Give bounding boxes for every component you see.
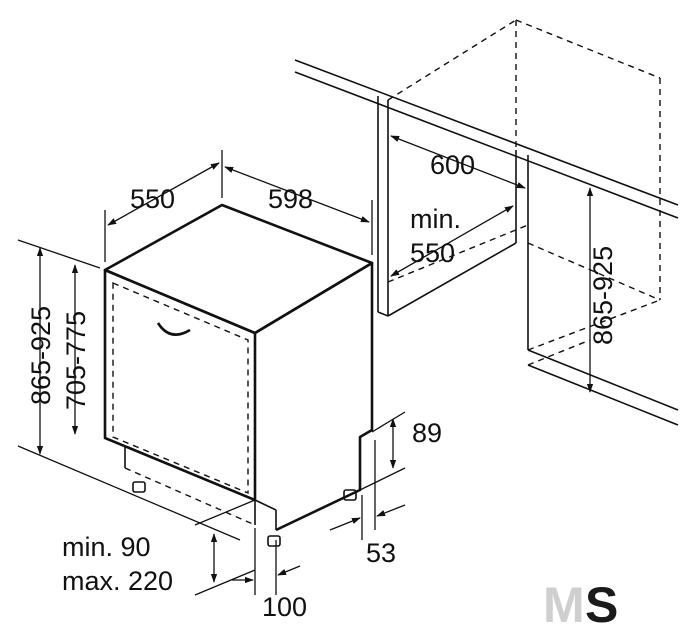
label-depth: 550: [130, 184, 175, 214]
label-niche-height: 865-925: [588, 246, 618, 345]
dishwasher-body: [103, 203, 374, 547]
dimension-lines: [17, 135, 594, 596]
dimension-labels: 550 598 600 min. 550 865-925 865-925 705…: [26, 150, 618, 622]
label-foot-setback: 100: [262, 592, 307, 622]
kitchen-niche: [294, 19, 679, 426]
label-niche-depth-line2: 550: [410, 238, 455, 268]
label-width: 598: [268, 184, 313, 214]
label-niche-width: 600: [430, 150, 475, 180]
ms-watermark-logo: M S: [543, 577, 618, 633]
label-door-gap-line2: max. 220: [62, 566, 173, 596]
foot-front-right: [267, 535, 281, 547]
label-plinth-offset: 53: [366, 538, 396, 568]
foot-front-left: [132, 481, 146, 493]
label-door-gap-line1: min. 90: [62, 532, 151, 562]
label-appliance-height: 865-925: [26, 306, 56, 405]
svg-text:M: M: [543, 577, 583, 633]
label-door-height: 705-775: [61, 311, 91, 410]
label-niche-depth-line1: min.: [410, 204, 461, 234]
door-handle: [156, 322, 191, 336]
svg-text:S: S: [585, 577, 618, 633]
foot-rear-right: [343, 489, 357, 501]
label-plinth-height: 89: [412, 418, 442, 448]
